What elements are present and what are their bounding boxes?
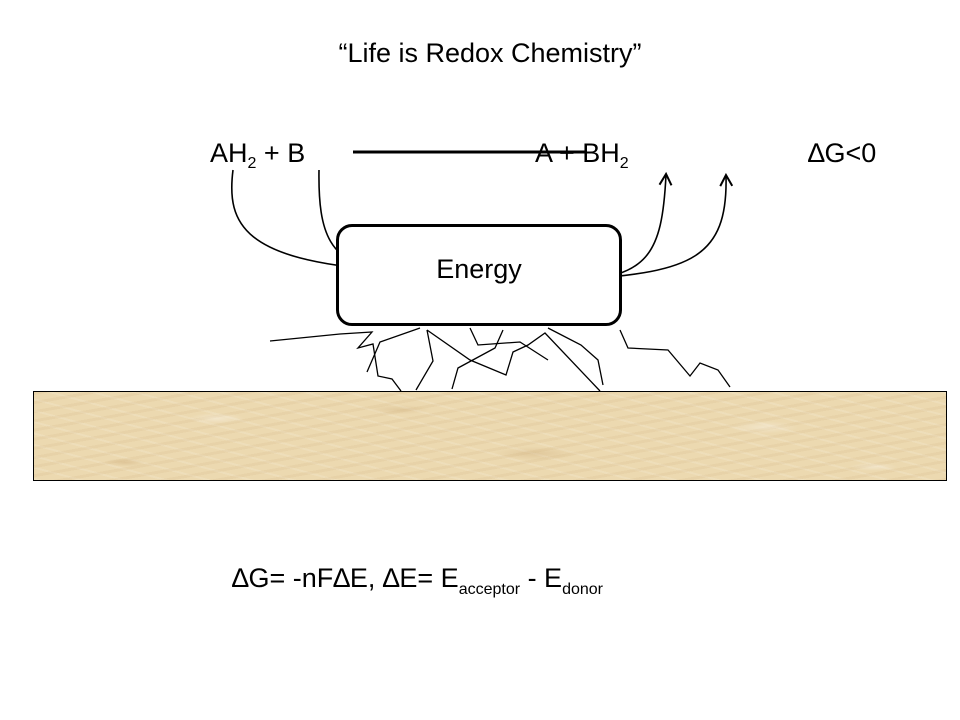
donor-subscript: donor	[562, 581, 603, 598]
soil-surface	[33, 391, 947, 481]
acceptor-subscript: acceptor	[458, 581, 521, 598]
root-line-6	[547, 327, 604, 386]
root-line-4	[426, 329, 601, 392]
root-line-3	[366, 327, 421, 373]
reactants: AH2 + B	[210, 138, 306, 172]
root-line-8	[451, 329, 504, 390]
reactant-ah: AH	[210, 138, 248, 168]
delta-symbol-1: ∆	[232, 563, 249, 593]
slide-title: “Life is Redox Chemistry”	[338, 38, 642, 68]
delta-symbol-3: ∆	[382, 563, 400, 593]
delta-g-condition: ∆G<0	[808, 138, 876, 169]
root-line-5	[469, 327, 549, 361]
equation-part-1: G= -nF	[248, 563, 334, 593]
equation-part-3: E= E	[399, 563, 459, 593]
reactant-plus-b: + B	[256, 138, 306, 168]
root-line-7	[619, 329, 731, 388]
reactant-ah-subscript: 2	[247, 155, 257, 172]
equation-part-2: E,	[349, 563, 383, 593]
delta-g-text: G<0	[824, 138, 877, 168]
equation-part-4: - E	[520, 563, 563, 593]
gibbs-equation: ∆G= -nF∆E, ∆E= Eacceptor - Edonor	[232, 563, 603, 598]
root-line-1	[269, 331, 402, 392]
arrow-ah2-to-energy	[230, 169, 382, 270]
delta-symbol: ∆	[808, 138, 825, 168]
delta-symbol-2: ∆	[333, 563, 350, 593]
energy-label: Energy	[436, 254, 522, 284]
energy-box	[336, 224, 622, 326]
product-bh-subscript: 2	[619, 155, 629, 172]
root-line-2	[415, 329, 434, 391]
